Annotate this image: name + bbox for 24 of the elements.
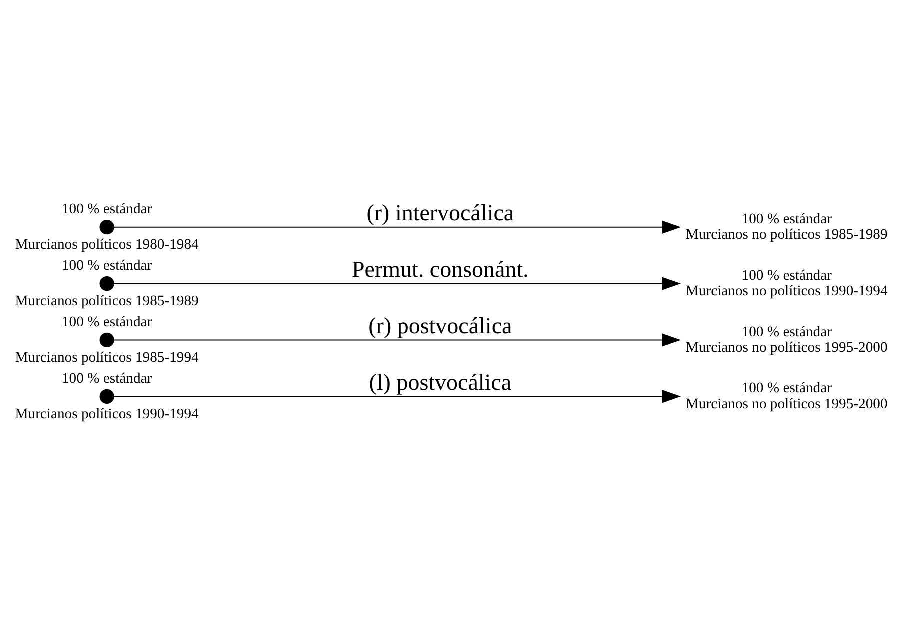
node-label: Murcianos políticos 1985-1994 — [15, 349, 199, 366]
edge-label: (l) postvocálica — [369, 369, 512, 394]
node-circle — [100, 332, 114, 348]
edge-label: Permut. consonánt. — [352, 256, 529, 282]
edge-label: (r) postvocálica — [368, 313, 512, 338]
node-label: 100 % estándar — [62, 200, 152, 217]
node-text: 100 % estándar Murcianos no políticos 1990-1994 — [686, 267, 888, 299]
node-circle — [100, 388, 114, 404]
arrow — [114, 220, 682, 234]
node-text: 100 % estándar Murcianos no políticos 1985-1989 — [686, 210, 888, 243]
node-text: 100 % estándar Murcianos no políticos 1995-2000 — [686, 324, 888, 356]
node-circle — [100, 220, 114, 234]
edge-label: (r) intervocálica — [366, 200, 514, 226]
node-label: 100 % estándar — [62, 257, 152, 274]
arrow — [114, 276, 682, 290]
node-label: Murcianos políticos 1990-1994 — [15, 406, 199, 422]
node-label: Murcianos políticos 1985-1989 — [15, 292, 199, 309]
arrow — [114, 333, 682, 346]
arrow — [114, 390, 682, 403]
node-label: Murcianos políticos 1980-1984 — [15, 236, 199, 252]
node-label: 100 % estándar — [62, 370, 152, 386]
node-circle — [100, 276, 114, 291]
node-label: 100 % estándar — [62, 314, 152, 330]
node-text: 100 % estándar Murcianos no políticos 1995-2000 — [686, 380, 888, 412]
